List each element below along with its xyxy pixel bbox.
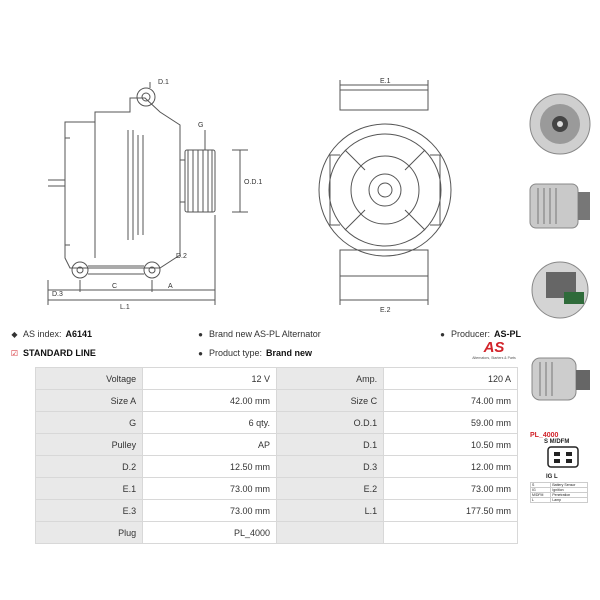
- spec-value: [383, 521, 518, 544]
- product-type: ● Product type: Brand new: [196, 348, 312, 358]
- product-type-label: Product type:: [209, 348, 263, 358]
- label-a: A: [168, 283, 173, 290]
- as-index-value: A6141: [65, 329, 93, 339]
- spec-value: AP: [142, 433, 277, 456]
- standard-line: ☑ STANDARD LINE: [10, 348, 96, 358]
- spec-value: 12.00 mm: [383, 455, 518, 478]
- as-index-label: AS index:: [23, 329, 62, 339]
- label-c: C: [112, 283, 117, 290]
- spec-value: 42.00 mm: [142, 389, 277, 412]
- connector-icon: [547, 446, 579, 468]
- product-photo-side: [529, 183, 590, 229]
- product-type-value: Brand new: [266, 348, 313, 358]
- spec-label: D.1: [275, 433, 385, 456]
- spec-label: Size C: [275, 389, 385, 412]
- label-d2: D.2: [176, 253, 187, 260]
- spec-value: 12 V: [142, 367, 277, 390]
- label-od1: O.D.1: [244, 179, 262, 186]
- tag-icon: ◆: [11, 329, 18, 339]
- brand-label: Brand new AS-PL Alternator: [209, 329, 321, 339]
- spec-value: 120 A: [383, 367, 518, 390]
- plug-legend-desc: Lamp: [550, 497, 588, 503]
- product-photo-front: [529, 93, 591, 155]
- as-logo: AS Alternators, Starters & Parts: [470, 339, 518, 361]
- spec-value: PL_4000: [142, 521, 277, 544]
- producer-label: Producer:: [451, 329, 491, 339]
- plug-pins-top: S M/DFM: [544, 439, 570, 445]
- product-photo-angle: [531, 357, 590, 401]
- label-e1: E.1: [380, 78, 391, 85]
- as-index: ◆ AS index: A6141: [10, 329, 92, 339]
- spec-value: 73.00 mm: [142, 499, 277, 522]
- spec-label: [275, 521, 385, 544]
- spec-label: Amp.: [275, 367, 385, 390]
- spec-label: E.1: [34, 477, 144, 500]
- label-l1: L.1: [120, 304, 130, 311]
- checkbox-icon: ☑: [10, 348, 19, 358]
- label-d3: D.3: [52, 291, 63, 298]
- spec-label: E.2: [275, 477, 385, 500]
- producer-value: AS-PL: [494, 329, 522, 339]
- producer-info: ● Producer: AS-PL: [438, 329, 521, 339]
- spec-label: G: [34, 411, 144, 434]
- spec-label: L.1: [275, 499, 385, 522]
- brand-info: ● Brand new AS-PL Alternator: [196, 329, 321, 339]
- logo-tagline: Alternators, Starters & Parts: [472, 356, 516, 360]
- plug-legend-code: L: [529, 497, 552, 503]
- label-g: G: [198, 122, 203, 129]
- spec-value: 177.50 mm: [383, 499, 518, 522]
- spec-label: O.D.1: [275, 411, 385, 434]
- spec-label: D.3: [275, 455, 385, 478]
- info-icon: ●: [440, 329, 445, 339]
- spec-value: 73.00 mm: [142, 477, 277, 500]
- standard-line-label: STANDARD LINE: [23, 348, 96, 358]
- spec-label: Voltage: [34, 367, 144, 390]
- logo-text: AS: [483, 339, 505, 356]
- spec-value: 73.00 mm: [383, 477, 518, 500]
- spec-label: Plug: [34, 521, 144, 544]
- spec-label: Pulley: [34, 433, 144, 456]
- info-icon: ●: [198, 329, 203, 339]
- technical-drawing: D.1 G O.D.1 D.2 D.3 C A L.1 E.1 E.2: [47, 78, 452, 314]
- label-d1: D.1: [158, 79, 169, 86]
- product-photo-rear: [531, 261, 589, 319]
- label-e2: E.2: [380, 307, 391, 314]
- spec-value: 10.50 mm: [383, 433, 518, 456]
- spec-label: Size A: [34, 389, 144, 412]
- plug-title: PL_4000: [530, 432, 559, 439]
- spec-value: 59.00 mm: [383, 411, 518, 434]
- spec-label: E.3: [34, 499, 144, 522]
- info-icon: ●: [198, 348, 203, 358]
- spec-label: D.2: [34, 455, 144, 478]
- spec-value: 6 qty.: [142, 411, 277, 434]
- spec-value: 74.00 mm: [383, 389, 518, 412]
- plug-pins-bottom: IG L: [546, 474, 558, 480]
- spec-value: 12.50 mm: [142, 455, 277, 478]
